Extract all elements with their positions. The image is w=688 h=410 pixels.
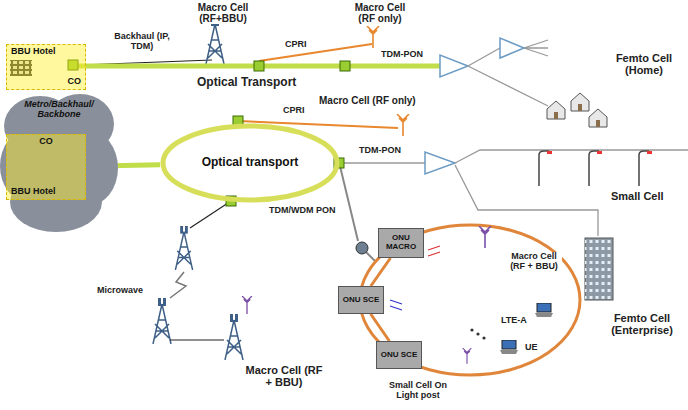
microwave-link [175, 226, 192, 270]
enterprise-building [585, 238, 613, 300]
node-text: BBU Hotel [11, 47, 56, 57]
fiber-node-square [254, 61, 264, 71]
street-lamps [539, 151, 652, 186]
callout-label: TDM/WDM PON [268, 206, 337, 216]
user-laptop [500, 340, 518, 354]
connector-line [371, 258, 391, 286]
cpri-link [259, 44, 372, 61]
user-laptop [500, 303, 553, 354]
microwave-link [153, 203, 243, 360]
pon-splitter [500, 38, 524, 58]
node-text: CO [39, 137, 53, 147]
bbu-antenna [242, 296, 252, 314]
node-text: Optical transport [202, 156, 299, 169]
pon-splitter [440, 55, 468, 77]
rf-antenna [367, 26, 379, 48]
pon-splitter [455, 150, 688, 236]
callout-label: Femto Cell (Home) [606, 52, 682, 76]
callout-label: Small Cell On Light post [378, 381, 458, 401]
connector-line [371, 314, 390, 341]
node-text: BBU Hotel [11, 187, 56, 197]
signal-arrows [390, 300, 402, 310]
callout-label: LTE-A [500, 316, 528, 326]
wdm-pon-link [356, 242, 368, 254]
microwave-link [170, 272, 186, 298]
node-text: ONU SCE [343, 296, 379, 305]
callout-label: Macro Cell (RF only) [318, 95, 417, 106]
callout-label: Macro Cell (RF only) [348, 2, 412, 24]
pon-splitter [340, 38, 688, 236]
rf-antenna [367, 26, 409, 136]
home-houses [547, 93, 607, 127]
node-text: ONU SCE [381, 351, 417, 360]
street-lamps [639, 151, 652, 186]
optical-ring: Optical transport [160, 123, 340, 203]
callout-label: TDM-PON [358, 146, 402, 156]
enterprise-building [585, 238, 613, 300]
user-laptop [535, 303, 553, 317]
onu-box: ONU SCE [338, 286, 384, 314]
street-lamps [539, 151, 552, 186]
signal-arrows [428, 246, 440, 256]
signal-arrows [482, 336, 485, 339]
bbu-antenna [479, 226, 491, 248]
node-text: CO [68, 77, 82, 87]
callout-label: Optical Transport [196, 76, 297, 89]
access-ring [360, 225, 580, 375]
access-ring [360, 225, 580, 375]
signal-arrows [470, 328, 473, 331]
pon-splitter [425, 152, 455, 174]
macro-tower [206, 18, 224, 64]
fiber-node-square [340, 61, 350, 71]
callout-label: TDM-PON [380, 50, 424, 60]
callout-label: CPRI [282, 106, 306, 116]
microwave-link [170, 339, 224, 340]
callout-label: Backhaul (IP, TDM) [112, 32, 172, 52]
callout-label: Macro Cell (RF + BBU) [244, 364, 324, 388]
enterprise-building [585, 238, 613, 300]
home-houses [547, 101, 565, 119]
pon-splitter [340, 162, 425, 164]
callout-label: Small Cell [610, 190, 665, 202]
bbu-antenna [463, 348, 472, 364]
onu-box: ONU SCE [376, 341, 422, 369]
callout-label: Macro Cell (RF+BBU) [188, 2, 258, 24]
bbu-antenna [242, 226, 491, 364]
signal-arrows [476, 332, 479, 335]
bbu-hotel-box: BBU HotelCO [6, 44, 86, 90]
bbu-hotel-box: CO BBU Hotel [6, 134, 86, 200]
callout-label: CPRI [284, 40, 308, 50]
callout-label: Microwave [96, 286, 144, 296]
signal-arrows [390, 246, 486, 340]
callout-label: Macro Cell (RF + BBU) [506, 252, 562, 272]
wdm-pon-link [340, 166, 376, 262]
wdm-pon-link [340, 166, 376, 262]
macro-tower [206, 18, 224, 64]
microwave-link [153, 298, 171, 344]
onu-box: ONU MACRO [378, 228, 424, 258]
callout-label: Femto Cell (Enterprise) [600, 312, 684, 336]
ring-outline [163, 126, 337, 200]
node-text: Metro/Backhaul/ Backbone [6, 100, 112, 120]
microwave-link [190, 203, 228, 228]
callout-label: UE [524, 343, 539, 353]
rf-antenna [397, 114, 409, 136]
street-lamps [589, 151, 602, 186]
microwave-link [225, 314, 243, 360]
home-houses [571, 93, 589, 111]
home-houses [589, 109, 607, 127]
node-text: ONU MACRO [381, 234, 421, 252]
